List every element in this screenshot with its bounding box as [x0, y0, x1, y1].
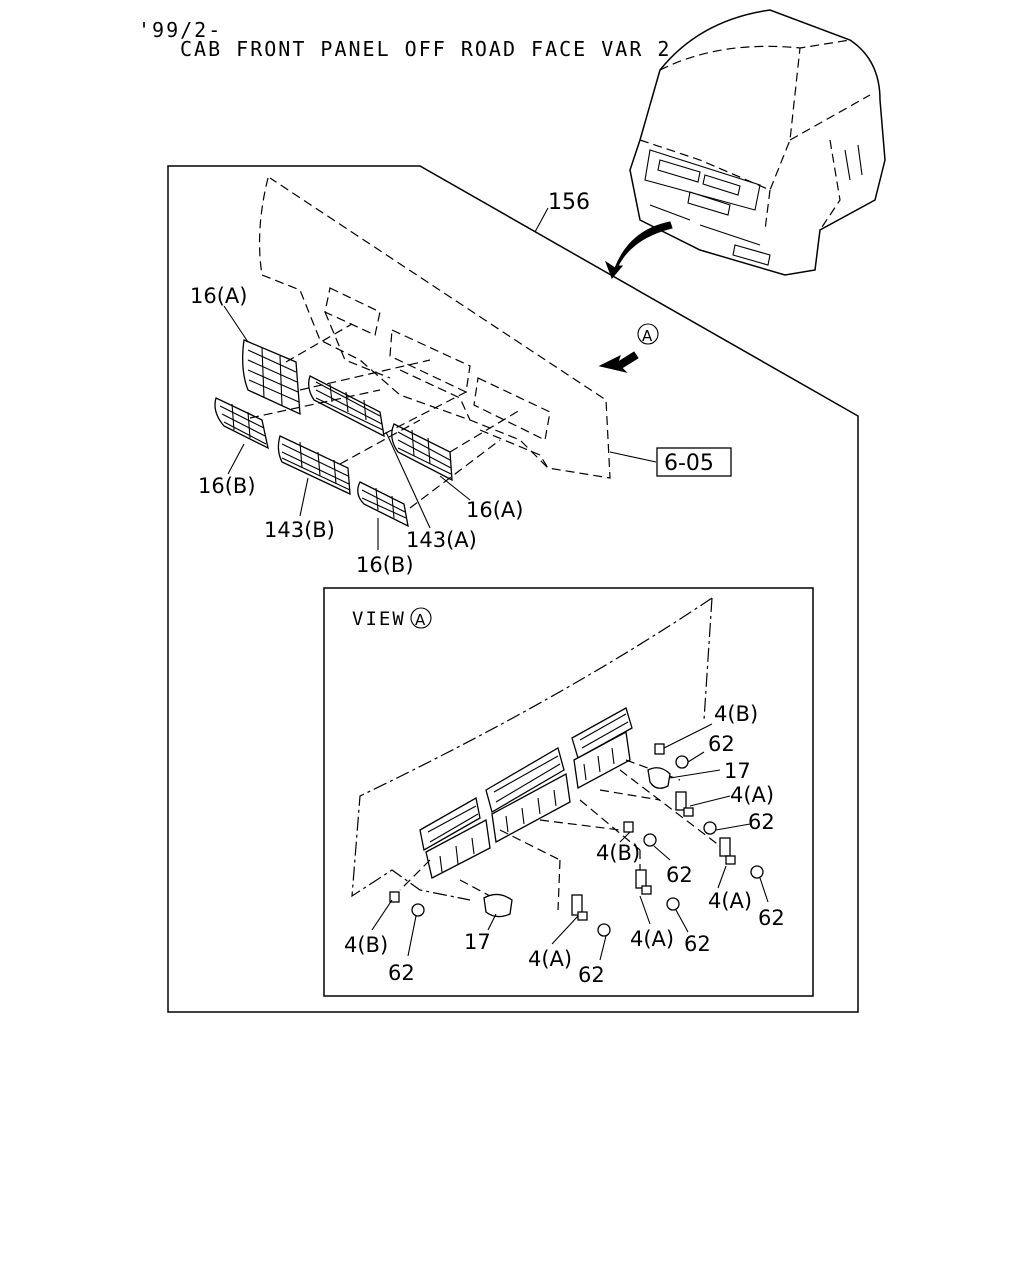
front-panel-156 — [258, 177, 611, 479]
detail-grille-upper-right — [571, 707, 633, 790]
grille-16b-bottom — [357, 481, 409, 528]
label-4a-upper: 4(A) — [730, 783, 774, 807]
label-156: 156 — [548, 190, 590, 215]
page-title: CAB FRONT PANEL OFF ROAD FACE VAR 2 — [180, 37, 672, 61]
label-4a-lower: 4(A) — [528, 947, 572, 971]
label-17-left: 17 — [464, 930, 491, 954]
grille-16a-right — [391, 423, 453, 482]
label-16a-upper: 16(A) — [190, 284, 247, 308]
ref-box-label: 6-05 — [664, 451, 714, 476]
grille-16a-upper — [242, 339, 301, 416]
label-4a-center: 4(A) — [630, 927, 674, 951]
label-62-upper: 62 — [708, 732, 735, 756]
main-frame — [167, 165, 859, 1013]
location-arrow — [604, 221, 673, 279]
detail-frame — [323, 587, 814, 997]
label-16b-left: 16(B) — [198, 474, 256, 498]
detail-grille-center — [485, 747, 571, 844]
view-a-arrow — [598, 351, 639, 373]
label-4b-left: 4(B) — [344, 933, 388, 957]
label-143a: 143(A) — [406, 528, 477, 552]
date-code: '99/2- — [138, 18, 223, 42]
label-143b: 143(B) — [264, 518, 335, 542]
detail-title: VIEW — [352, 608, 406, 630]
label-62-right: 62 — [758, 906, 785, 930]
fasteners — [389, 743, 764, 937]
view-a-marker: A — [642, 327, 653, 345]
detail-title-marker: A — [415, 611, 426, 629]
label-4b-upper: 4(B) — [714, 702, 758, 726]
label-62-left: 62 — [388, 961, 415, 985]
grille-143b — [277, 435, 351, 496]
label-16a-right: 16(A) — [466, 498, 523, 522]
label-62-mid: 62 — [666, 863, 693, 887]
label-16b-bottom: 16(B) — [356, 553, 414, 577]
label-17-right: 17 — [724, 759, 751, 783]
ref-box — [656, 447, 732, 477]
label-4b-mid: 4(B) — [596, 841, 640, 865]
label-62-center: 62 — [684, 932, 711, 956]
cab-illustration — [629, 9, 886, 276]
detail-grille-left — [419, 796, 491, 879]
grille-143a — [308, 375, 385, 438]
label-62-lower: 62 — [578, 963, 605, 987]
grille-16b-left — [214, 397, 269, 450]
label-4a-right: 4(A) — [708, 889, 752, 913]
label-62-mid-right: 62 — [748, 810, 775, 834]
